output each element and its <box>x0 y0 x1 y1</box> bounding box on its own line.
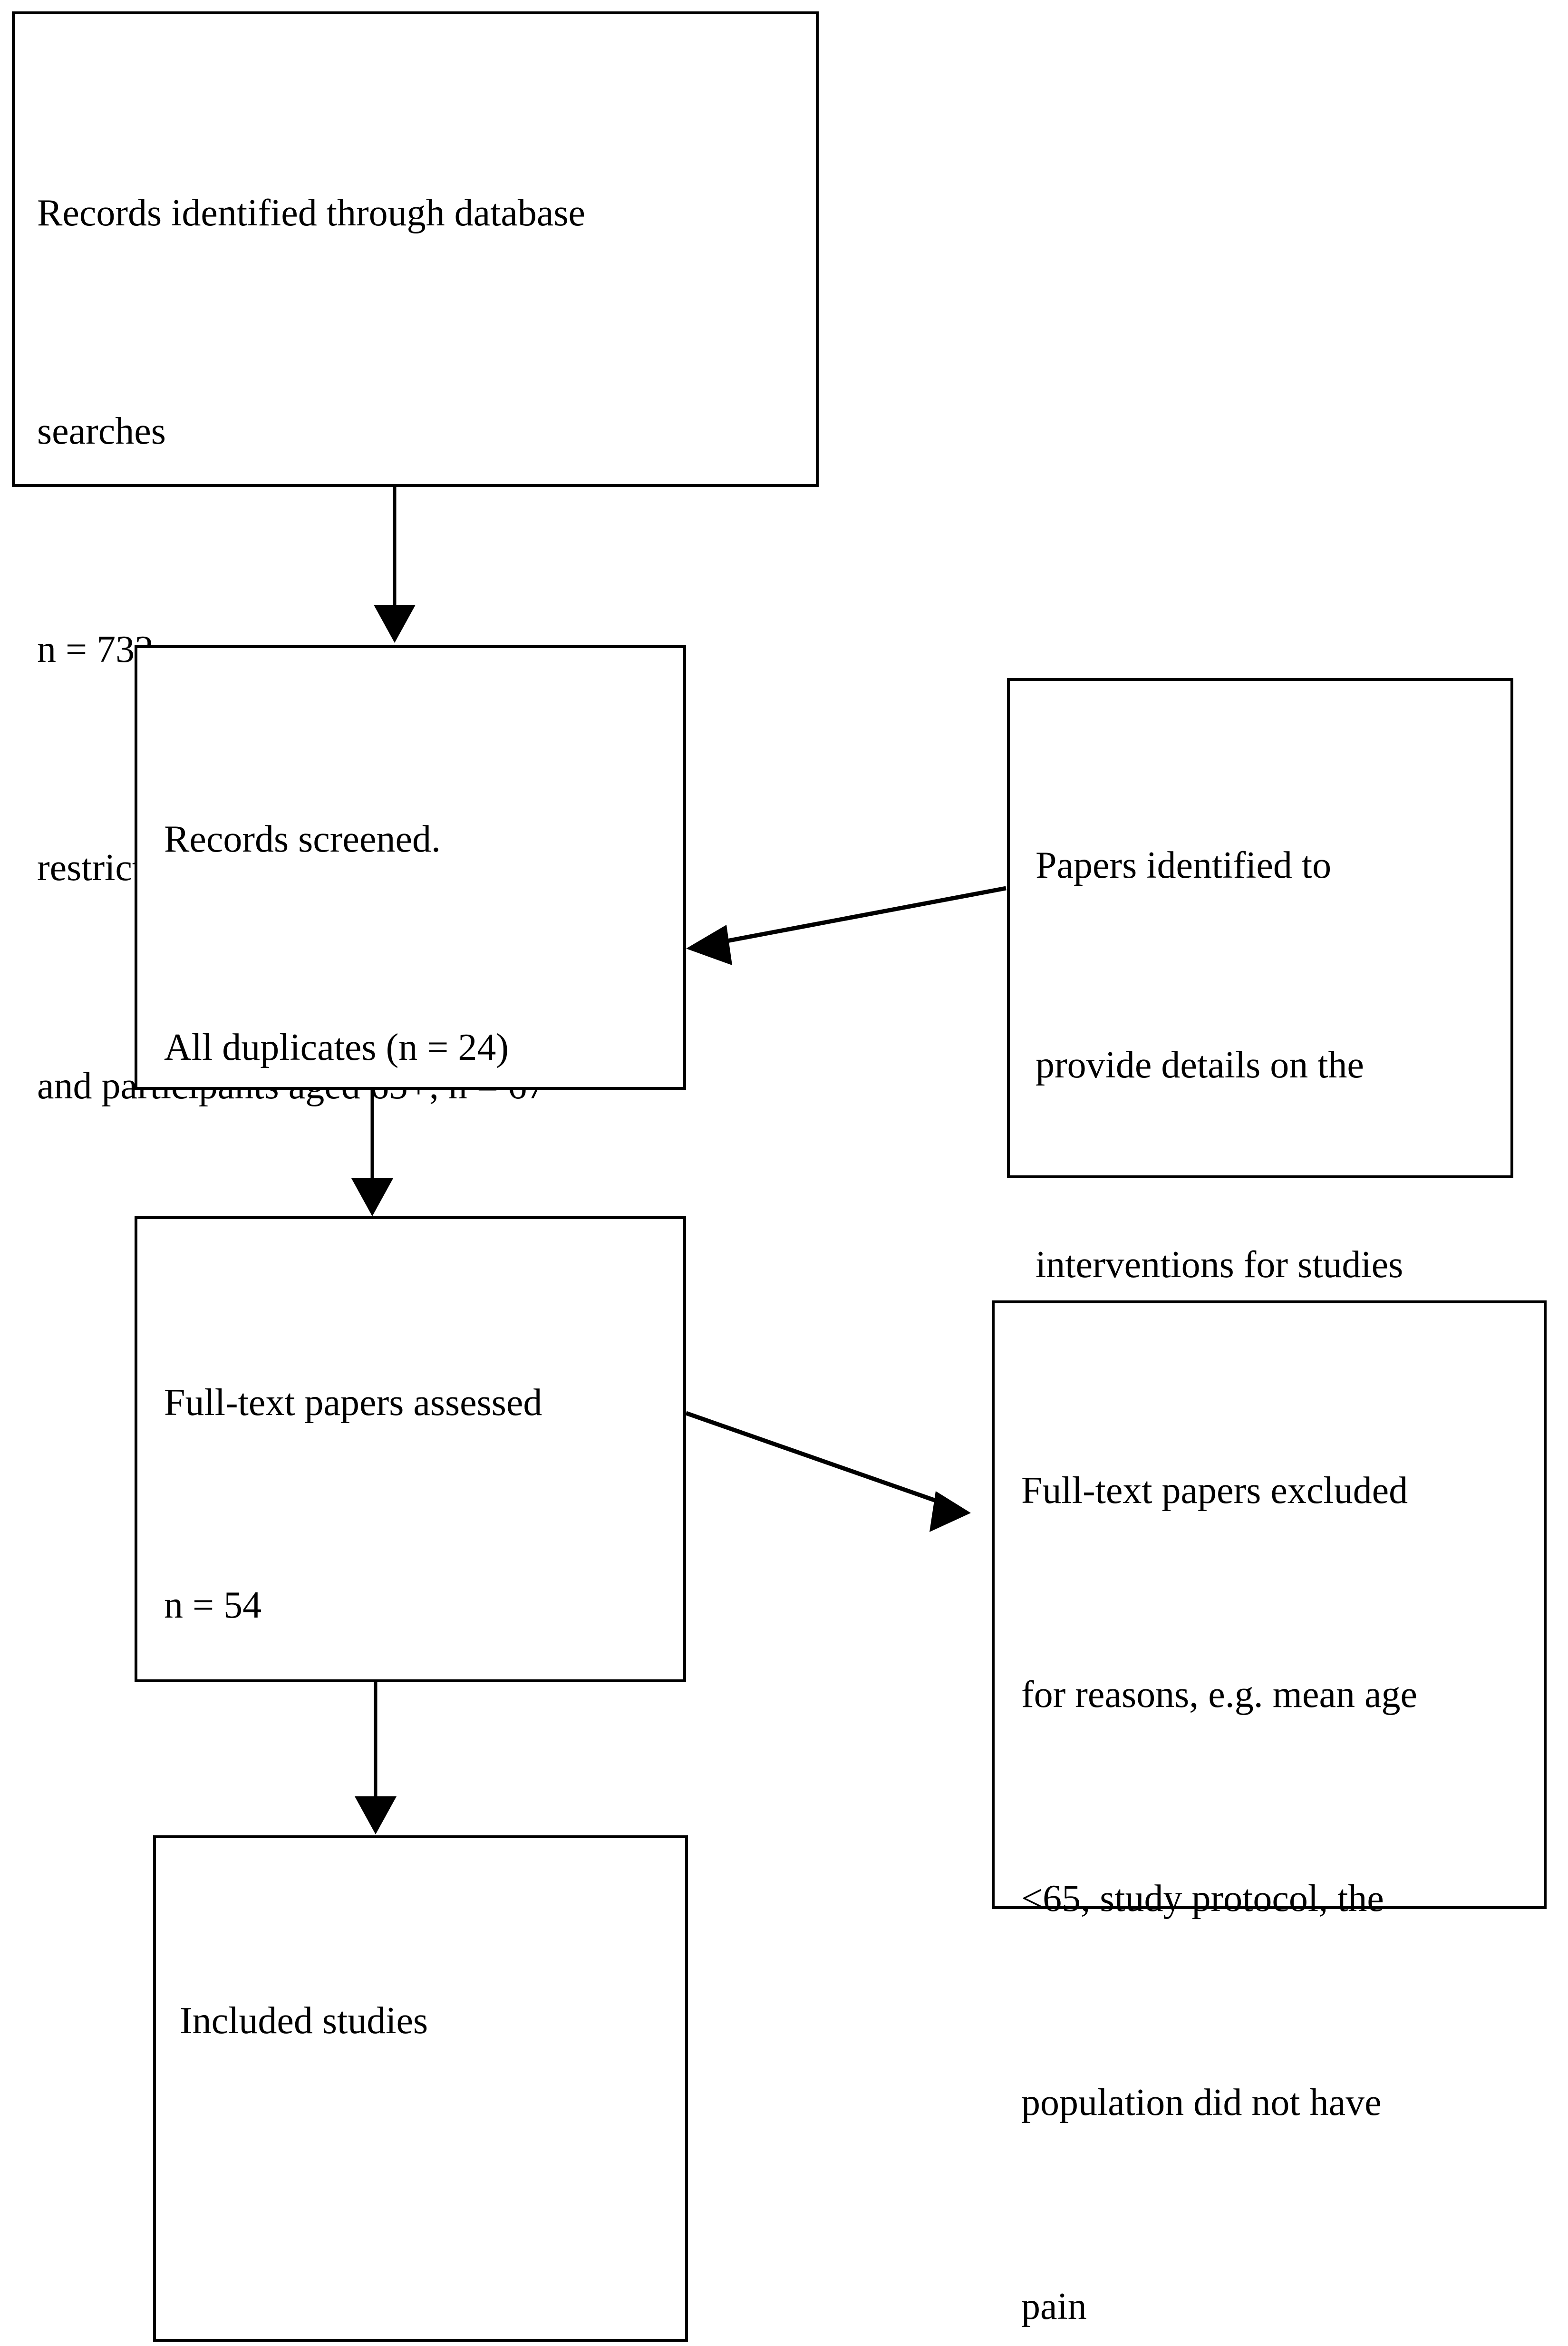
arrow-fulltext-to-excluded <box>685 1411 971 1532</box>
papers-identified-line-1: Papers identified to <box>1036 844 1332 886</box>
fulltext-excluded-line-3: <65, study protocol, the <box>1021 1878 1384 1919</box>
fulltext-excluded-box <box>992 1300 1547 1909</box>
fulltext-excluded-line-4: population did not have <box>1021 2082 1382 2123</box>
fulltext-assessed-line-2: n = 54 <box>164 1584 262 1626</box>
fulltext-excluded-line-2: for reasons, e.g. mean age <box>1021 1674 1417 1716</box>
papers-identified-box <box>1007 678 1513 1178</box>
papers-identified-line-2: provide details on the <box>1036 1044 1364 1086</box>
records-identified-box <box>12 11 819 487</box>
fulltext-assessed-box <box>135 1216 686 1682</box>
fulltext-excluded-line-5: pain <box>1021 2286 1087 2327</box>
included-studies-line-1: Included studies <box>180 2000 428 2042</box>
included-studies-blank <box>180 2190 546 2257</box>
papers-identified-line-3: interventions for studies <box>1036 1244 1403 1286</box>
fulltext-assessed-line-1: Full-text papers assessed <box>164 1382 542 1424</box>
arrow-papers-to-screened <box>686 886 1007 965</box>
fulltext-excluded-text: Full-text papers excluded for reasons, e… <box>1021 1321 1417 2346</box>
records-identified-line-2: searches <box>37 410 166 452</box>
included-studies-text: Included studies n = 4 (+ 5 papers to pr… <box>180 1852 546 2346</box>
records-screened-line-2: All duplicates (n = 24) <box>164 1027 509 1068</box>
fulltext-excluded-line-1: Full-text papers excluded <box>1021 1470 1408 1512</box>
records-screened-box <box>135 645 686 1090</box>
included-studies-box <box>153 1835 688 2342</box>
records-screened-line-1: Records screened. <box>164 818 441 860</box>
records-identified-line-1: Records identified through database <box>37 192 585 234</box>
fulltext-assessed-text: Full-text papers assessed n = 54 <box>164 1234 542 1774</box>
